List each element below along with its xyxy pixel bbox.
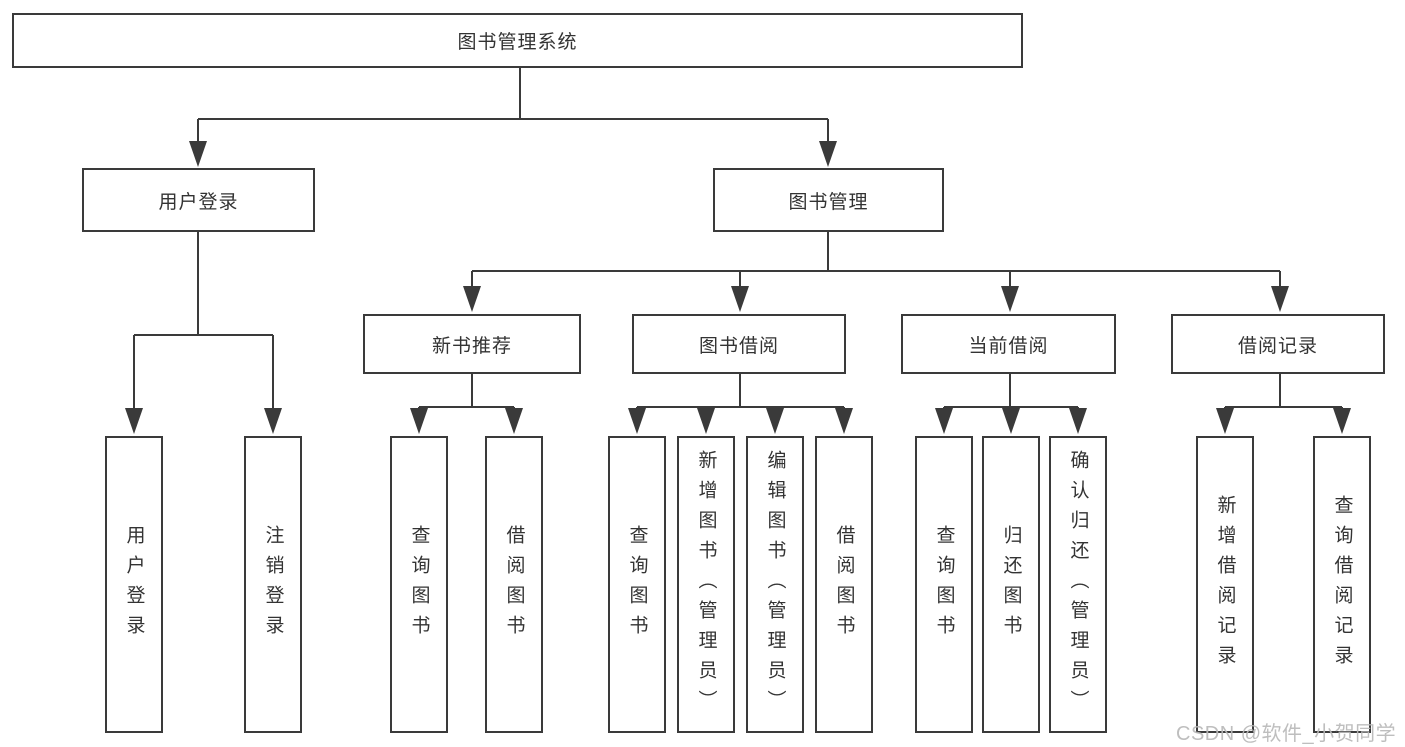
leaf-current-return-books: 归还图书 bbox=[982, 436, 1040, 733]
leaf-newbook-borrow-books: 借阅图书 bbox=[485, 436, 543, 733]
leaf-records-query-record-label: 查询借阅记录 bbox=[1331, 494, 1353, 675]
leaf-logout-label: 注销登录 bbox=[262, 524, 284, 645]
leaf-newbook-query-books-label: 查询图书 bbox=[408, 524, 430, 645]
leaf-borrow-edit-book-admin: 编辑图书（管理员） bbox=[746, 436, 804, 733]
node-root-system: 图书管理系统 bbox=[12, 13, 1023, 68]
node-user-login-label: 用户登录 bbox=[158, 191, 239, 213]
leaf-borrow-borrow-books-label: 借阅图书 bbox=[833, 524, 855, 645]
node-book-borrow-label: 图书借阅 bbox=[698, 335, 779, 357]
node-current-borrow: 当前借阅 bbox=[901, 314, 1116, 374]
leaf-newbook-borrow-books-label: 借阅图书 bbox=[503, 524, 525, 645]
node-new-book-recommend-label: 新书推荐 bbox=[431, 335, 512, 357]
leaf-borrow-query-books: 查询图书 bbox=[608, 436, 666, 733]
leaf-records-add-record-label: 新增借阅记录 bbox=[1214, 494, 1236, 675]
leaf-user-login: 用户登录 bbox=[105, 436, 163, 733]
csdn-watermark: CSDN @软件_小贺同学 bbox=[1176, 723, 1397, 745]
leaf-current-confirm-return-admin: 确认归还（管理员） bbox=[1049, 436, 1107, 733]
leaf-current-confirm-return-admin-label: 确认归还（管理员） bbox=[1067, 449, 1089, 720]
node-borrow-records: 借阅记录 bbox=[1171, 314, 1385, 374]
node-user-login: 用户登录 bbox=[82, 168, 315, 232]
leaf-borrow-add-book-admin-label: 新增图书（管理员） bbox=[695, 449, 717, 720]
leaf-current-return-books-label: 归还图书 bbox=[1000, 524, 1022, 645]
leaf-logout: 注销登录 bbox=[244, 436, 302, 733]
node-current-borrow-label: 当前借阅 bbox=[968, 335, 1049, 357]
leaf-records-add-record: 新增借阅记录 bbox=[1196, 436, 1254, 733]
node-book-management: 图书管理 bbox=[713, 168, 944, 232]
node-borrow-records-label: 借阅记录 bbox=[1237, 335, 1318, 357]
leaf-borrow-edit-book-admin-label: 编辑图书（管理员） bbox=[764, 449, 786, 720]
leaf-current-query-books: 查询图书 bbox=[915, 436, 973, 733]
leaf-newbook-query-books: 查询图书 bbox=[390, 436, 448, 733]
leaf-borrow-add-book-admin: 新增图书（管理员） bbox=[677, 436, 735, 733]
leaf-user-login-label: 用户登录 bbox=[123, 524, 145, 645]
node-root-system-label: 图书管理系统 bbox=[457, 32, 578, 53]
leaf-borrow-borrow-books: 借阅图书 bbox=[815, 436, 873, 733]
node-new-book-recommend: 新书推荐 bbox=[363, 314, 581, 374]
node-book-management-label: 图书管理 bbox=[788, 191, 869, 213]
node-book-borrow: 图书借阅 bbox=[632, 314, 846, 374]
leaf-borrow-query-books-label: 查询图书 bbox=[626, 524, 648, 645]
leaf-current-query-books-label: 查询图书 bbox=[933, 524, 955, 645]
leaf-records-query-record: 查询借阅记录 bbox=[1313, 436, 1371, 733]
